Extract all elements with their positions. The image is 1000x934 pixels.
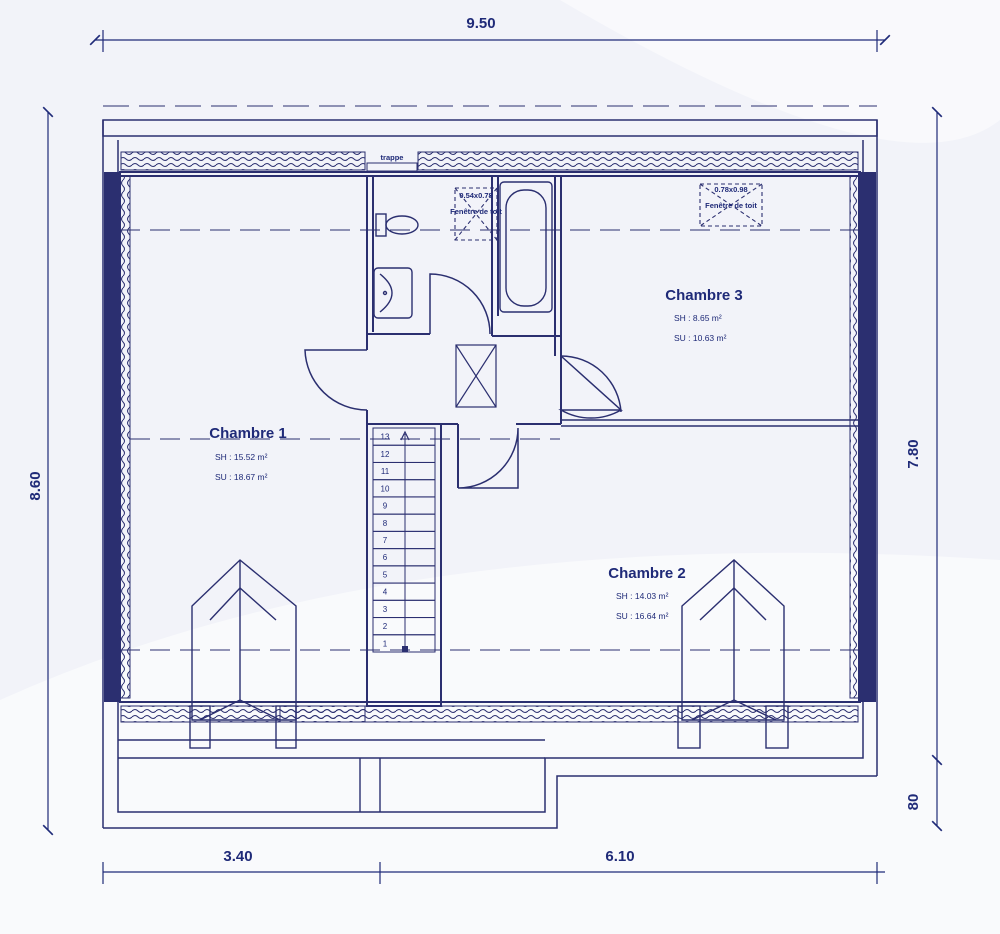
room-name-chambre-3: Chambre 3 — [665, 287, 743, 304]
wall-left-dark — [104, 172, 120, 702]
roof-window-bathroom-label: Fenêtre de toit — [450, 207, 502, 216]
roof-window-bathroom — [454, 187, 498, 241]
stair-step-number: 7 — [383, 536, 388, 545]
stair-step-number: 11 — [381, 467, 390, 476]
height-limit-lines — [120, 229, 860, 651]
stair-start-marker — [402, 646, 408, 652]
insulation-top-left — [120, 151, 366, 171]
dim-left-label: 8.60 — [27, 471, 44, 500]
room-su-chambre-3: SU : 10.63 m² — [674, 333, 727, 343]
room-sh-chambre-1: SH : 15.52 m² — [215, 452, 268, 462]
trappe-label: trappe — [381, 153, 404, 162]
roof-window-chambre3-size: 0.78x0.98 — [714, 185, 747, 194]
wall-right-dark — [858, 172, 876, 702]
dormer-left — [189, 559, 297, 749]
dim-top-label: 9.50 — [466, 15, 495, 32]
lower-storage — [118, 739, 545, 812]
dimension-top — [89, 30, 891, 52]
stair-step-number: 9 — [383, 502, 388, 511]
roof-window-bathroom-size: 0.54x0.78 — [459, 191, 492, 200]
interior-walls — [119, 171, 861, 707]
background-swoosh — [0, 552, 1000, 934]
stair-step-number: 5 — [383, 570, 388, 579]
insulation-left — [119, 175, 131, 699]
dimension-bottom — [102, 862, 885, 884]
stair-step-number: 13 — [381, 433, 390, 442]
door-arcs — [304, 273, 623, 489]
stair-step-number: 2 — [383, 622, 388, 631]
hall-skylight — [455, 344, 497, 408]
room-su-chambre-1: SU : 18.67 m² — [215, 472, 268, 482]
sink — [373, 267, 413, 319]
stair-step-number: 12 — [381, 450, 390, 459]
bathtub — [499, 181, 553, 313]
room-su-chambre-2: SU : 16.64 m² — [616, 611, 669, 621]
trappe — [366, 162, 418, 172]
roof-window-chambre3 — [699, 183, 763, 227]
stair-direction-arrow — [400, 430, 410, 441]
stair-step-number: 10 — [381, 484, 390, 493]
stair-step-number: 3 — [383, 605, 388, 614]
room-sh-chambre-3: SH : 8.65 m² — [674, 313, 722, 323]
background-swoosh-2 — [560, 0, 1000, 143]
room-sh-chambre-2: SH : 14.03 m² — [616, 591, 669, 601]
roof-window-chambre3-label: Fenêtre de toit — [705, 201, 757, 210]
dim-right-label: 7.80 — [905, 439, 922, 468]
dim-right-small-label: 80 — [905, 794, 922, 811]
toilet — [375, 213, 419, 237]
dim-bottom-right-label: 6.10 — [605, 848, 634, 865]
stair-step-number: 6 — [383, 553, 388, 562]
dormer-right — [677, 559, 789, 749]
stair-step — [372, 427, 436, 446]
insulation-top-right — [417, 151, 859, 171]
stair-step-number: 8 — [383, 519, 388, 528]
stair-step-number: 1 — [383, 639, 388, 648]
dim-bottom-left-label: 3.40 — [223, 848, 252, 865]
room-name-chambre-1: Chambre 1 — [209, 425, 287, 442]
stair-step-number: 4 — [383, 588, 388, 597]
room-name-chambre-2: Chambre 2 — [608, 565, 686, 582]
